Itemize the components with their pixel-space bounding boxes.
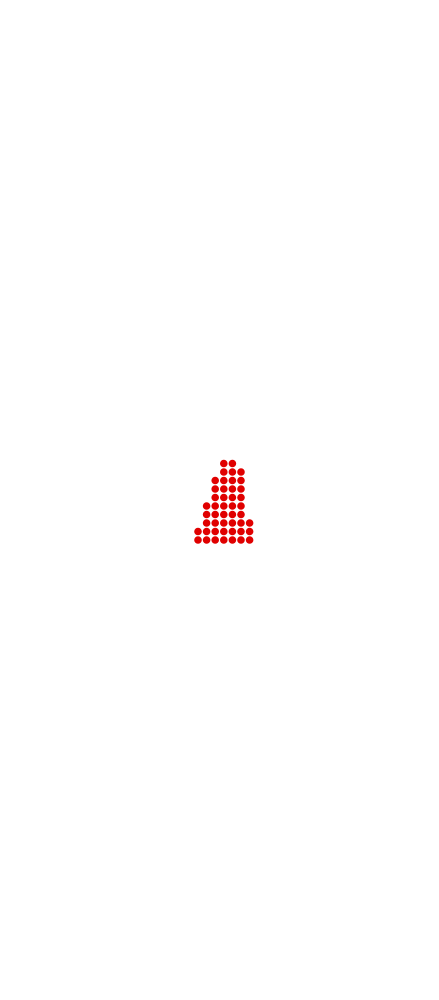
- red-dot: [228, 485, 237, 493]
- red-dot: [211, 493, 219, 502]
- red-dot: [211, 485, 219, 493]
- red-dot: [228, 527, 237, 536]
- red-dot: [237, 519, 245, 527]
- red-dot: [228, 468, 237, 476]
- red-dot: [228, 493, 237, 502]
- red-dot: [202, 502, 211, 510]
- red-dot: [194, 536, 202, 544]
- red-dot: [237, 468, 245, 476]
- red-dot: [220, 502, 228, 510]
- red-dot: [245, 519, 254, 527]
- red-dot: [245, 527, 254, 536]
- red-dot: [220, 527, 228, 536]
- red-dot: [237, 536, 245, 544]
- red-dot: [220, 476, 228, 485]
- red-dot: [211, 527, 219, 536]
- red-dot: [194, 527, 202, 536]
- red-dot: [220, 536, 228, 544]
- red-dot: [237, 485, 245, 493]
- red-dot: [202, 536, 211, 544]
- red-dot: [202, 527, 211, 536]
- red-dot: [245, 536, 254, 544]
- red-dot: [237, 510, 245, 519]
- dot-group: [194, 459, 254, 544]
- red-dot: [237, 493, 245, 502]
- red-dot: [220, 493, 228, 502]
- red-dot: [211, 502, 219, 510]
- red-dot: [211, 476, 219, 485]
- red-dot: [228, 502, 237, 510]
- red-dot: [220, 459, 228, 468]
- red-dot: [228, 459, 237, 468]
- red-dot: [237, 527, 245, 536]
- red-dot: [211, 519, 219, 527]
- red-dot: [237, 502, 245, 510]
- red-dot: [237, 476, 245, 485]
- red-dot: [220, 519, 228, 527]
- red-dot: [211, 510, 219, 519]
- red-dot: [202, 519, 211, 527]
- red-dot: [220, 510, 228, 519]
- red-dot: [220, 468, 228, 476]
- red-dot: [220, 485, 228, 493]
- red-dot: [228, 476, 237, 485]
- red-dot: [228, 510, 237, 519]
- red-dot: [211, 536, 219, 544]
- red-dot: [228, 536, 237, 544]
- red-dot: [202, 510, 211, 519]
- red-dot: [228, 519, 237, 527]
